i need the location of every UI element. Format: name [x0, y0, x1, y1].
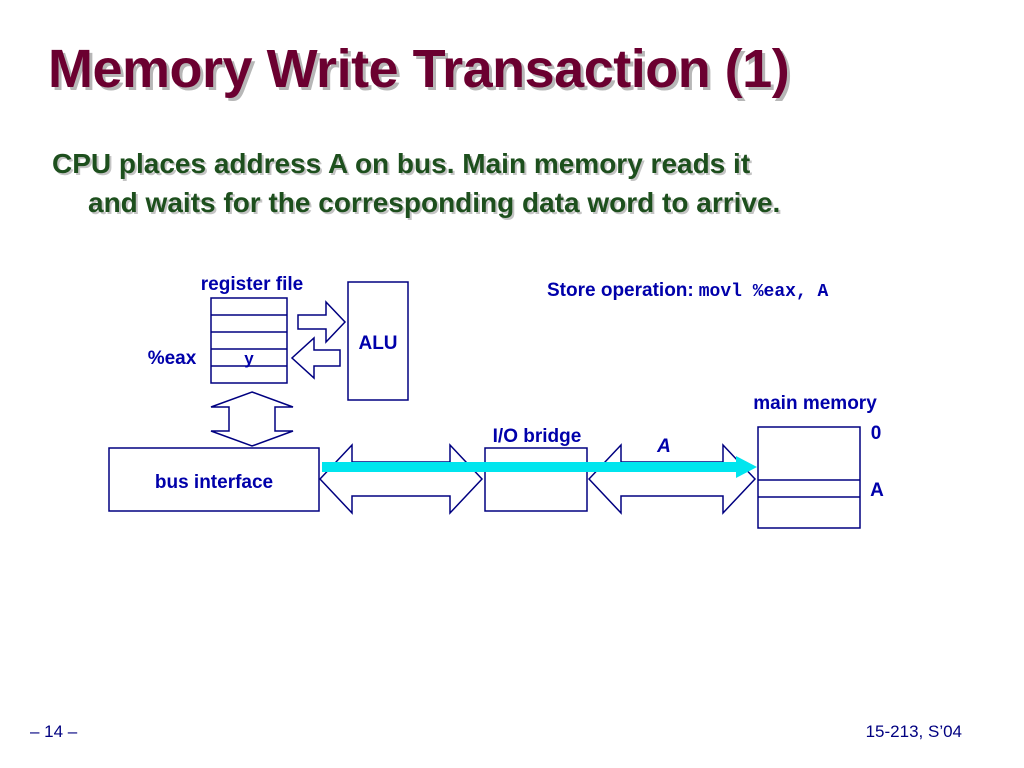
bullet-line-2: and waits for the corresponding data wor…: [88, 187, 781, 218]
memory-address-0: 0: [871, 423, 882, 444]
bus-interface-box: [108, 447, 320, 512]
store-operation-label: Store operation:: [547, 280, 694, 301]
register-file-label: register file: [201, 274, 303, 295]
regfile-to-alu-arrow: [297, 300, 347, 344]
bus-interface-label: bus interface: [155, 472, 273, 493]
store-operation-code: movl %eax, A: [698, 282, 829, 302]
page-number: – 14 –: [30, 722, 78, 741]
memory-bus-arrow: [587, 443, 757, 515]
alu-to-regfile-arrow: [290, 336, 341, 380]
slide-title: Memory Write Transaction (1): [48, 39, 790, 99]
eax-register-label: %eax: [148, 348, 197, 369]
alu-box: [347, 281, 409, 401]
address-signal-arrow-head: [736, 456, 757, 478]
io-bridge-label: I/O bridge: [493, 426, 582, 447]
memory-address-a: A: [870, 480, 884, 501]
eax-register-value: y: [244, 349, 254, 368]
alu-label: ALU: [358, 333, 397, 354]
bullet-line-1: CPU places address A on bus. Main memory…: [52, 148, 751, 179]
regfile-bus-interface-arrow: [210, 391, 294, 447]
bus-address-label: A: [656, 436, 671, 457]
store-operation-caption: Store operation:movl %eax, A: [547, 280, 828, 302]
main-memory: [757, 426, 861, 529]
bullet-text: CPU places address A on bus. Main memory…: [52, 144, 952, 222]
address-signal-arrow-shaft: [322, 462, 740, 472]
main-memory-label: main memory: [753, 393, 877, 414]
course-footer: 15-213, S’04: [865, 722, 962, 741]
register-file: [210, 297, 288, 384]
io-bridge-box: [484, 447, 588, 512]
system-bus-arrow: [318, 443, 484, 515]
